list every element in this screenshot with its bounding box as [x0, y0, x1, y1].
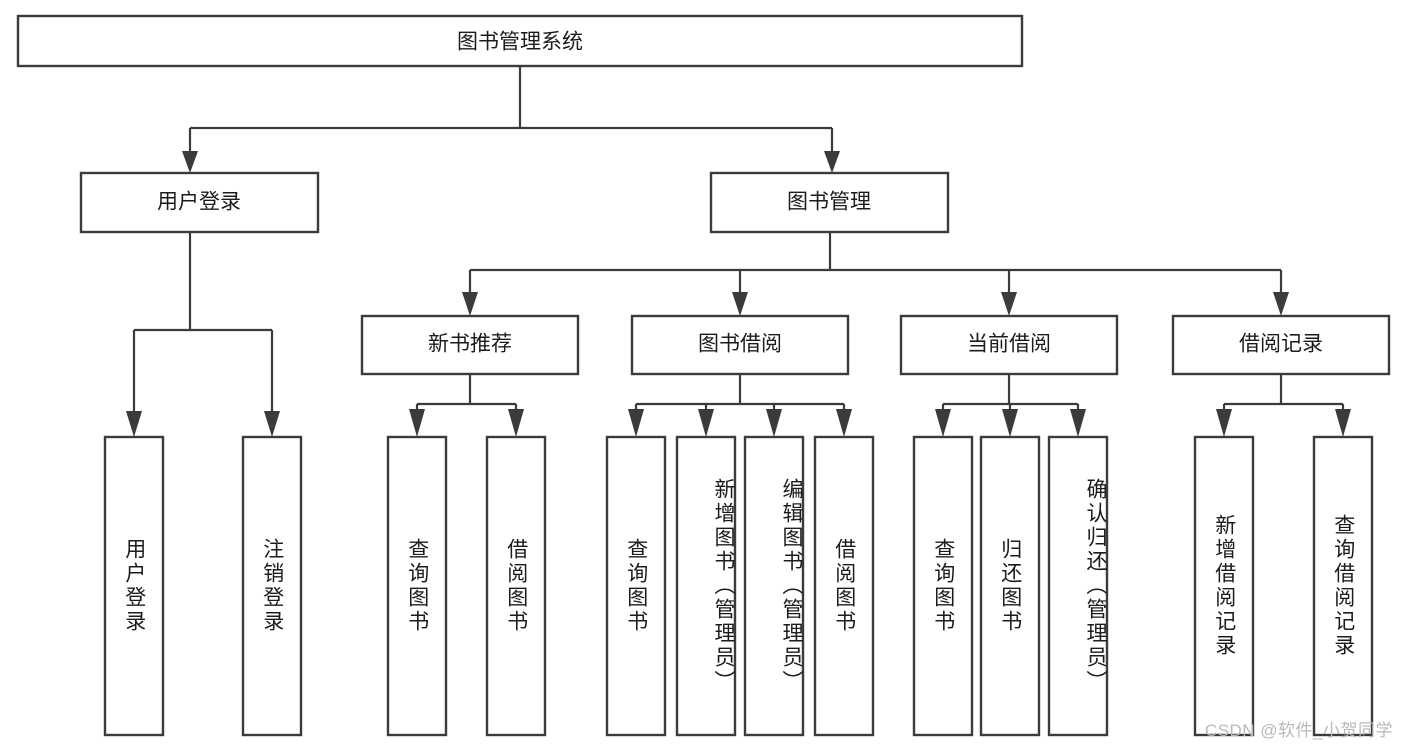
connector-userlogin-to-leaves: [126, 232, 280, 437]
node-root-box[interactable]: [16, 14, 1024, 68]
leaf-box-newbook-query[interactable]: [386, 435, 448, 737]
leaf-box-record-query[interactable]: [1312, 435, 1374, 737]
arrow-head-new-book: [462, 292, 478, 316]
arrow-head-borrow-lend: [836, 409, 852, 437]
arrow-head-leaf-logout: [264, 411, 280, 437]
leaf-box-current-return[interactable]: [979, 435, 1041, 737]
node-current-borrow-label: 当前借阅: [967, 333, 1051, 356]
connector-borrow-to-leaves: [628, 374, 852, 437]
node-book-borrow-box[interactable]: [630, 314, 850, 376]
leaf-box-record-add[interactable]: [1193, 435, 1255, 737]
connector-newbook-to-leaves: [409, 374, 524, 437]
node-user-login-label: 用户登录: [157, 191, 241, 214]
arrow-head-leaf-user-login: [126, 411, 142, 437]
node-user-login-box[interactable]: [79, 171, 320, 234]
node-root[interactable]: 图书管理系统: [16, 14, 1024, 68]
node-book-management-label: 图书管理: [787, 191, 871, 214]
connector-bookmgmt-to-level3: [462, 232, 1289, 316]
connector-record-to-leaves: [1216, 374, 1351, 437]
leaf-box-user-login[interactable]: [103, 435, 165, 737]
node-new-book-recommend-label: 新书推荐: [428, 333, 512, 356]
node-book-borrow-label: 图书借阅: [698, 333, 782, 356]
watermark-text: CSDN @软件_小贺同学: [1204, 721, 1393, 740]
node-new-book-recommend[interactable]: 新书推荐: [360, 314, 580, 376]
arrow-head-borrow-book: [732, 292, 748, 316]
arrow-head-user-login: [182, 151, 198, 173]
node-book-management[interactable]: 图书管理: [709, 171, 950, 234]
leaf-box-borrow-lend[interactable]: [813, 435, 875, 737]
arrow-head-book-mgmt: [824, 151, 840, 173]
arrow-head-record-query: [1335, 409, 1351, 437]
arrow-head-borrow-add: [698, 409, 714, 437]
arrow-head-current-confirm: [1070, 409, 1086, 437]
connector-root-to-level2: [182, 66, 840, 173]
node-book-borrow[interactable]: 图书借阅: [630, 314, 850, 376]
leaf-box-current-confirm[interactable]: [1047, 435, 1109, 737]
arrow-head-current-borrow: [1001, 292, 1017, 316]
arrow-head-record-add: [1216, 409, 1232, 437]
arrow-head-borrow-query: [628, 409, 644, 437]
node-book-management-box[interactable]: [709, 171, 950, 234]
arrow-head-borrow-record: [1273, 292, 1289, 316]
arrow-head-newbook-query: [409, 409, 425, 437]
arrow-head-newbook-borrow: [508, 409, 524, 437]
node-current-borrow[interactable]: 当前借阅: [899, 314, 1119, 376]
node-user-login[interactable]: 用户登录: [79, 171, 320, 234]
leaf-box-borrow-query[interactable]: [605, 435, 667, 737]
arrow-head-current-return: [1002, 409, 1018, 437]
arrow-head-borrow-edit: [766, 409, 782, 437]
node-root-label: 图书管理系统: [457, 31, 583, 54]
node-current-borrow-box[interactable]: [899, 314, 1119, 376]
arrow-head-current-query: [935, 409, 951, 437]
leaf-box-current-query[interactable]: [912, 435, 974, 737]
leaf-box-borrow-edit[interactable]: [743, 435, 805, 737]
connector-current-to-leaves: [935, 374, 1086, 437]
node-new-book-recommend-box[interactable]: [360, 314, 580, 376]
leaf-box-newbook-borrow[interactable]: [485, 435, 547, 737]
leaf-box-logout[interactable]: [241, 435, 303, 737]
leaf-box-borrow-add[interactable]: [675, 435, 737, 737]
node-borrow-record[interactable]: 借阅记录: [1171, 314, 1391, 376]
node-borrow-record-box[interactable]: [1171, 314, 1391, 376]
node-borrow-record-label: 借阅记录: [1239, 333, 1323, 356]
